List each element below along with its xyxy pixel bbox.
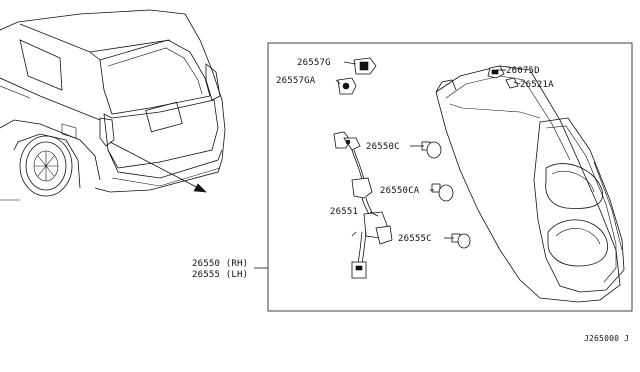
label-26557GA: 26557GA xyxy=(276,76,316,86)
nut-26075D xyxy=(487,65,505,79)
label-26550C: 26550C xyxy=(366,142,400,152)
label-26555C: 26555C xyxy=(398,234,432,244)
label-assembly-lh: 26555 (LH) xyxy=(192,270,248,280)
grommet-26557GA xyxy=(337,77,357,95)
parts-frame xyxy=(267,42,633,312)
bulb-26550C xyxy=(421,141,442,159)
clip-26557G xyxy=(353,57,377,75)
label-26551: 26551 xyxy=(330,207,358,217)
label-26557G: 26557G xyxy=(297,58,331,68)
bulb-26550CA xyxy=(431,183,454,202)
label-assembly-rh: 26550 (RH) xyxy=(192,259,248,269)
wire-harness-26551 xyxy=(333,131,393,279)
screw-26521A xyxy=(505,77,519,89)
label-26075D: 26075D xyxy=(506,66,540,76)
bulb-26555C xyxy=(451,233,471,249)
label-26521A: 26521A xyxy=(520,80,554,90)
leader-lines xyxy=(254,61,521,269)
vehicle-illustration xyxy=(0,9,226,201)
label-26550CA: 26550CA xyxy=(380,186,420,196)
drawing-code: J265000 J xyxy=(584,334,629,343)
tail-lamp-assembly xyxy=(435,65,625,303)
